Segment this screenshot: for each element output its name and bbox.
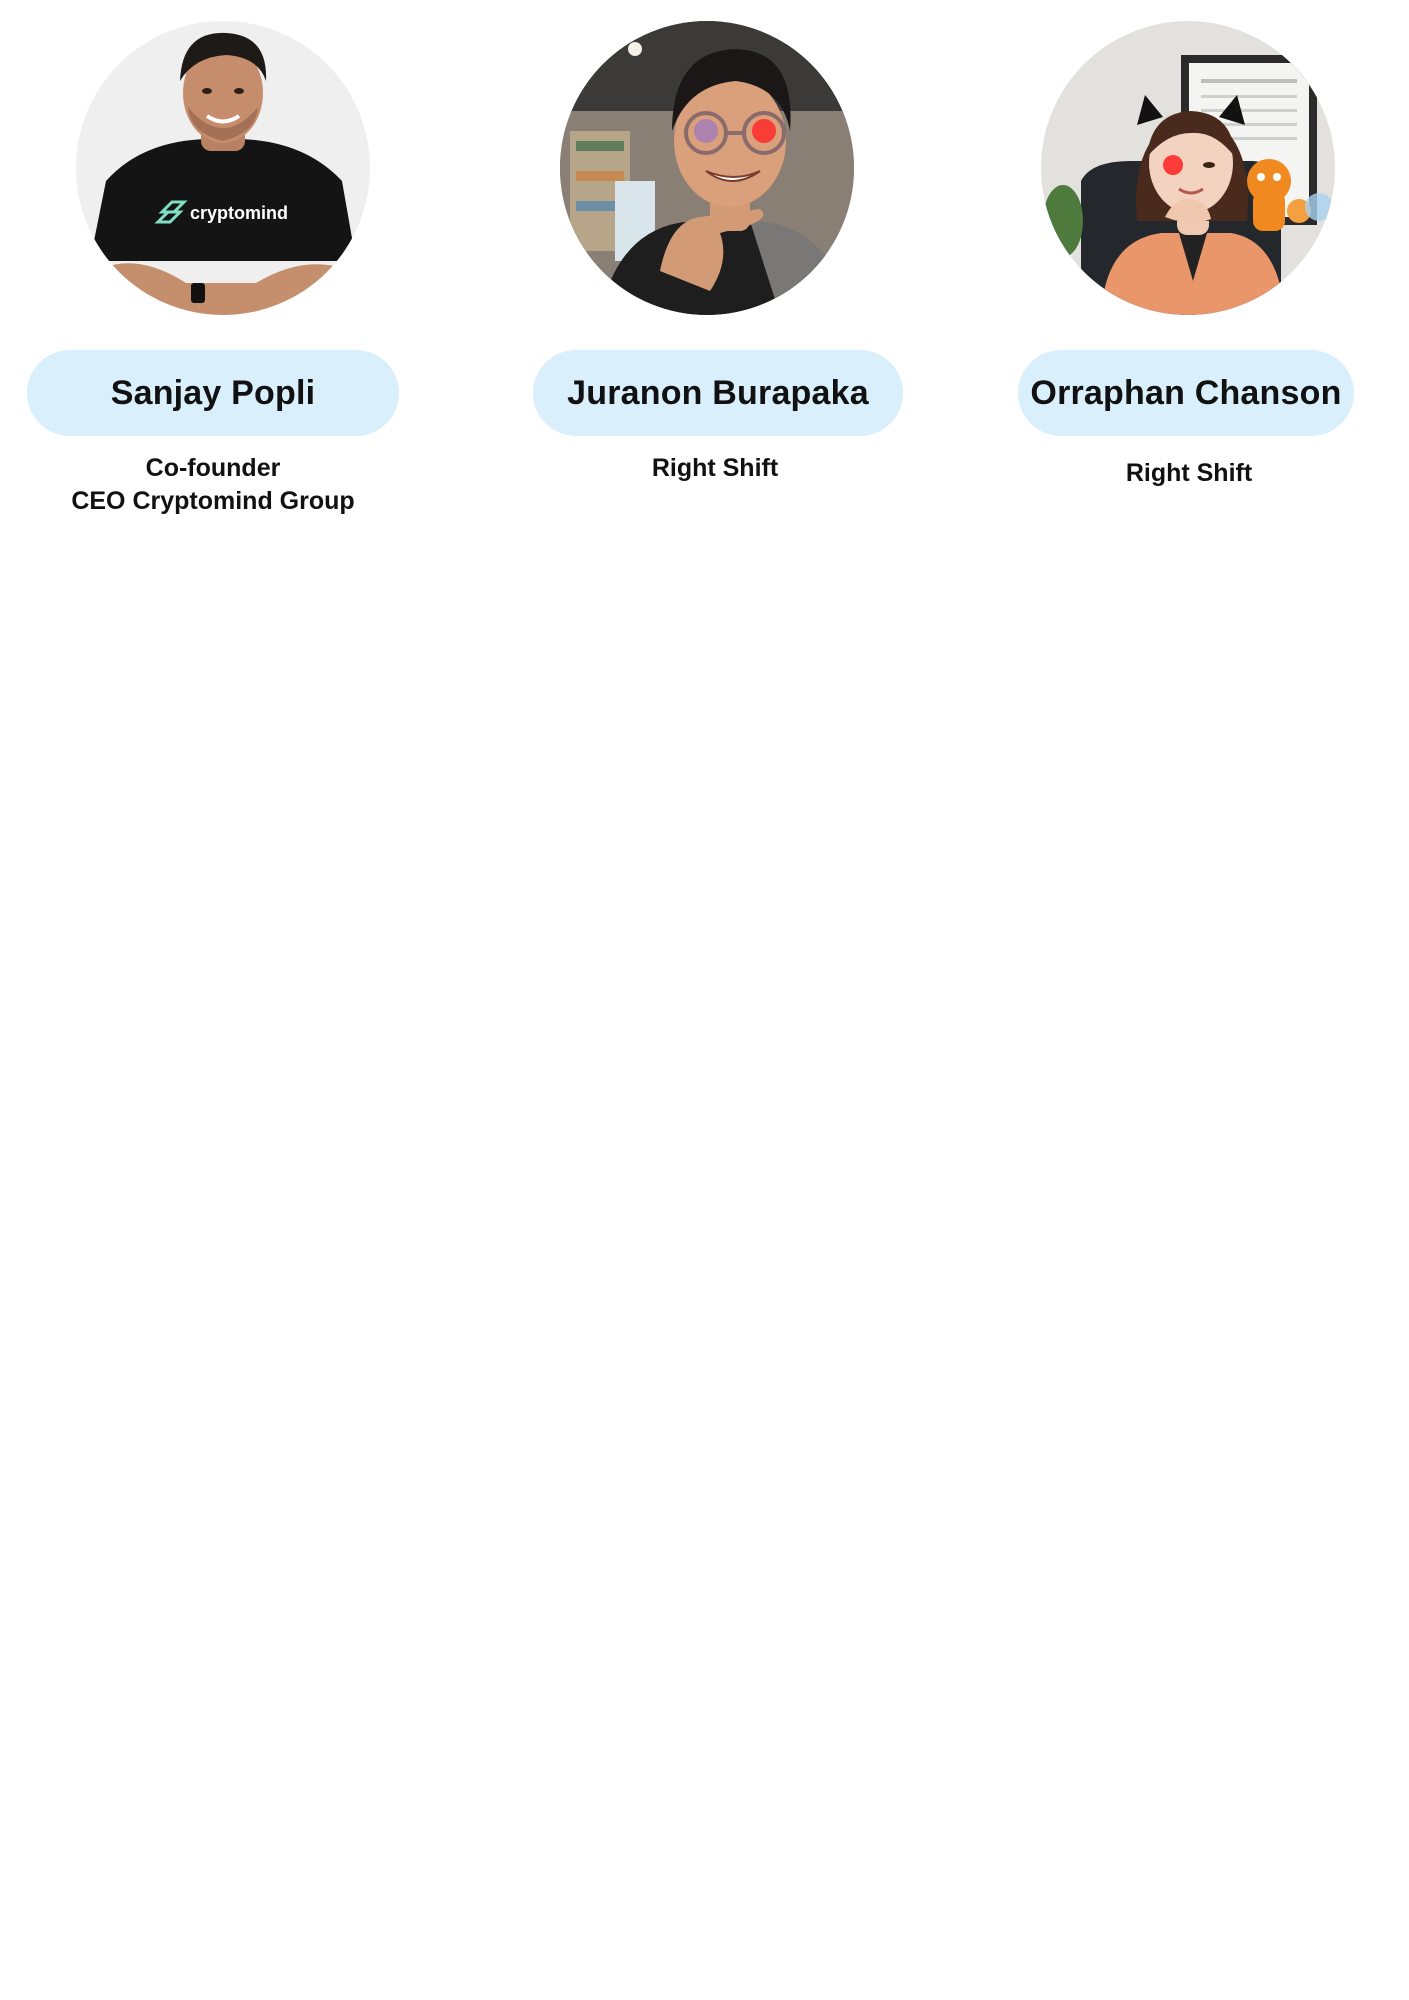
portrait-photo-icon: [560, 21, 854, 315]
person-name: Juranon Burapaka: [567, 373, 869, 412]
role-line: Right Shift: [1125, 459, 1253, 487]
role-line: Co-founder: [145, 454, 281, 482]
profile-card-juranon-burapaka: Juranon Burapaka Right Shift: [525, 0, 905, 520]
person-name: Orraphan Chanson: [1030, 373, 1342, 412]
role-line: CEO Cryptomind Group: [71, 487, 355, 515]
shirt-logo-text: cryptomind: [190, 203, 288, 223]
name-badge: Orraphan Chanson: [1018, 350, 1354, 436]
profile-card-sanjay-popli: cryptomind Sanjay Popli Co-founder CEO C…: [23, 0, 403, 520]
person-role: Right Shift: [999, 457, 1379, 490]
portrait-photo-icon: [1041, 21, 1335, 315]
name-badge: Sanjay Popli: [27, 350, 399, 436]
profile-photo: [560, 21, 854, 315]
person-role: Right Shift: [525, 452, 905, 485]
portrait-photo-icon: cryptomind: [76, 21, 370, 315]
role-line: Right Shift: [651, 454, 779, 482]
person-role: Co-founder CEO Cryptomind Group: [23, 452, 403, 518]
person-name: Sanjay Popli: [110, 373, 316, 412]
name-badge: Juranon Burapaka: [533, 350, 903, 436]
profile-photo: [1041, 21, 1335, 315]
profile-photo: cryptomind: [76, 21, 370, 315]
profile-card-orraphan-chanson: Orraphan Chanson Right Shift: [1013, 0, 1393, 520]
